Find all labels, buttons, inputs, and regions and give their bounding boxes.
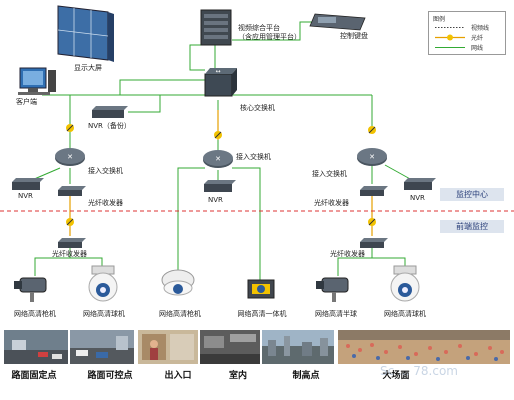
scene-photo-high-point xyxy=(262,330,334,364)
camera-label: 网络高清球机 xyxy=(83,310,125,318)
access-switch-left-label: 接入交换机 xyxy=(88,167,123,175)
fiber-center-left-label: 光纤收发器 xyxy=(88,199,123,207)
access-switch-left-icon: ✕ xyxy=(55,148,85,166)
display-wall-label: 显示大屏 xyxy=(74,64,102,72)
access-switch-mid-icon: ✕ xyxy=(203,150,233,168)
svg-text:✕: ✕ xyxy=(67,153,73,161)
network-links xyxy=(31,21,413,288)
access-switch-mid-label: 接入交换机 xyxy=(236,153,271,161)
nvr-backup-label: NVR（备份） xyxy=(88,122,131,130)
fiber-markers xyxy=(66,124,376,226)
legend-label: 网线 xyxy=(471,45,484,52)
access-switch-right-icon: ✕ xyxy=(357,148,387,166)
core-switch-icon: ↔ xyxy=(204,68,237,97)
scene-caption: 路面固定点 xyxy=(11,371,57,381)
access-switch-right-label: 接入交换机 xyxy=(312,170,347,178)
fiber-transceiver-front-left-icon xyxy=(58,238,86,248)
legend-item-network: 网线 xyxy=(433,43,503,52)
video-platform-icon xyxy=(200,9,232,46)
nvr-mid-icon xyxy=(204,180,236,192)
legend-label: 光纤 xyxy=(471,35,484,42)
scene-caption: 大场面 xyxy=(382,371,410,381)
camera-label: 网络高清枪机 xyxy=(14,310,56,318)
dome-camera-right-icon xyxy=(390,265,420,302)
legend-item-fiber: 光纤 xyxy=(433,33,503,42)
legend-title: 图例 xyxy=(433,16,446,23)
bullet-camera-mid-icon xyxy=(161,269,195,296)
fiber-transceiver-center-right-icon xyxy=(360,186,388,196)
platform-label-line1: 视频综合平台 xyxy=(238,24,280,32)
fiber-front-right-label: 光纤收发器 xyxy=(330,250,365,258)
svg-text:↔: ↔ xyxy=(215,68,220,75)
control-keyboard-icon xyxy=(309,13,366,31)
scene-photo-indoor xyxy=(200,330,260,364)
legend: 图例 视频线 光纤 网线 xyxy=(428,11,506,55)
nvr-backup-icon xyxy=(92,106,128,118)
scene-caption: 路面可控点 xyxy=(87,371,133,381)
legend-label: 视频线 xyxy=(471,25,490,32)
camera-label: 网络高清一体机 xyxy=(237,310,287,318)
fiber-front-left-label: 光纤收发器 xyxy=(52,250,87,258)
scene-photo-large-scene xyxy=(338,330,510,364)
client-pc-icon xyxy=(18,67,56,95)
watermark-text: Sc ... 78.com xyxy=(380,364,458,378)
svg-text:✕: ✕ xyxy=(215,155,221,163)
camera-label: 网络高清半球 xyxy=(315,310,357,318)
bullet-camera-left-icon xyxy=(14,277,47,302)
fiber-center-right-label: 光纤收发器 xyxy=(314,199,349,207)
zone-center-badge: 监控中心 xyxy=(440,188,504,201)
camera-label: 网络高清球机 xyxy=(384,310,426,318)
nvr-right-label: NVR xyxy=(410,194,425,202)
scene-caption: 出入口 xyxy=(164,371,192,381)
camera-label: 网络高清枪机 xyxy=(159,310,201,318)
half-dome-camera-icon xyxy=(316,277,349,302)
dome-camera-left-icon xyxy=(88,265,118,302)
scene-photo-road-fixed xyxy=(4,330,68,364)
legend-item-video: 视频线 xyxy=(433,23,503,32)
nvr-right-icon xyxy=(404,178,436,190)
nvr-left-icon xyxy=(12,178,44,190)
svg-text:✕: ✕ xyxy=(369,153,375,161)
scene-photo-road-ptz xyxy=(70,330,134,364)
integrated-camera-icon xyxy=(247,279,275,299)
client-label: 客户端 xyxy=(16,98,37,106)
core-switch-label: 核心交换机 xyxy=(240,104,275,112)
scene-caption: 室内 xyxy=(228,371,248,381)
fiber-transceiver-center-left-icon xyxy=(58,186,86,196)
zone-front-badge: 前端监控 xyxy=(440,220,504,233)
scene-caption: 制高点 xyxy=(292,371,320,381)
nvr-mid-label: NVR xyxy=(208,196,223,204)
display-wall-icon xyxy=(57,5,114,62)
platform-label-line2: （含应用管理平台） xyxy=(238,33,301,41)
nvr-left-label: NVR xyxy=(18,192,33,200)
keyboard-label: 控制键盘 xyxy=(340,32,368,40)
scene-photo-entrance xyxy=(138,330,198,364)
fiber-transceiver-front-right-icon xyxy=(360,238,388,248)
